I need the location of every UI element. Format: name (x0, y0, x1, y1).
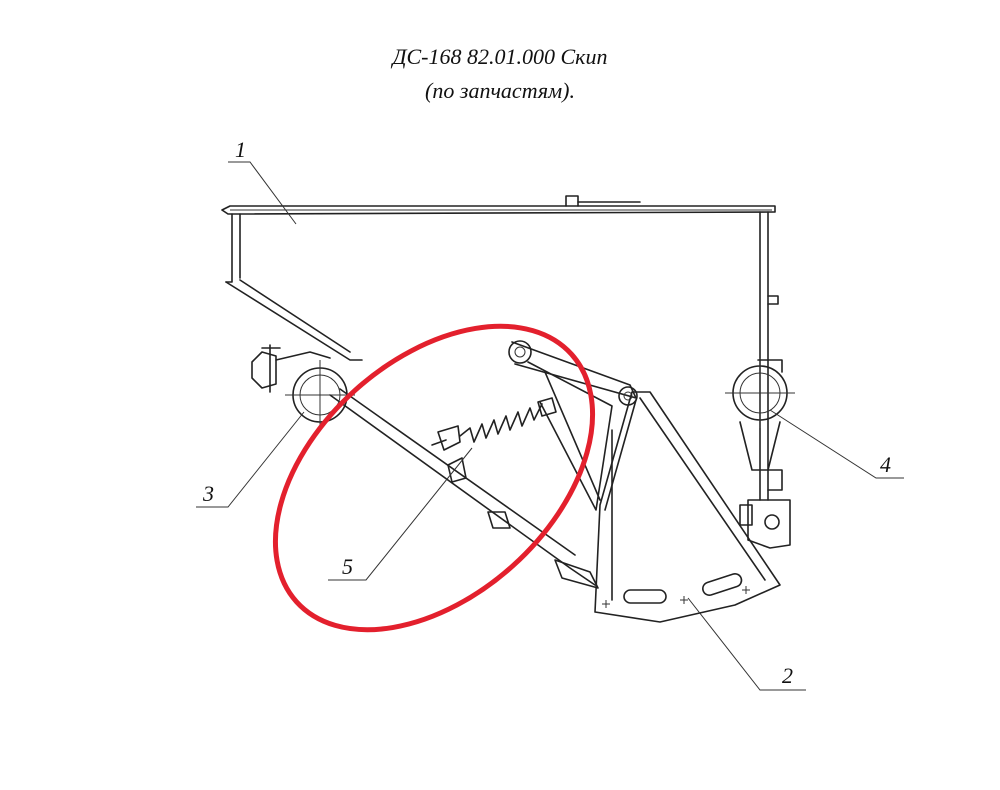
leader-lines (196, 161, 904, 691)
gate-assembly (487, 340, 781, 623)
drawing-subtitle: (по запчастям). (425, 78, 575, 103)
spring (431, 397, 557, 483)
callout-1: 1 (235, 137, 246, 162)
drawing-title: ДС-168 82.01.000 Скип (392, 44, 608, 69)
callout-2: 2 (782, 663, 793, 688)
highlight-ellipse (272, 323, 596, 633)
callout-4: 4 (880, 452, 891, 477)
hopper-body (221, 195, 791, 586)
left-roller (251, 344, 355, 430)
callout-5: 5 (342, 554, 353, 579)
right-roller (725, 358, 795, 471)
callout-3: 3 (202, 481, 214, 506)
